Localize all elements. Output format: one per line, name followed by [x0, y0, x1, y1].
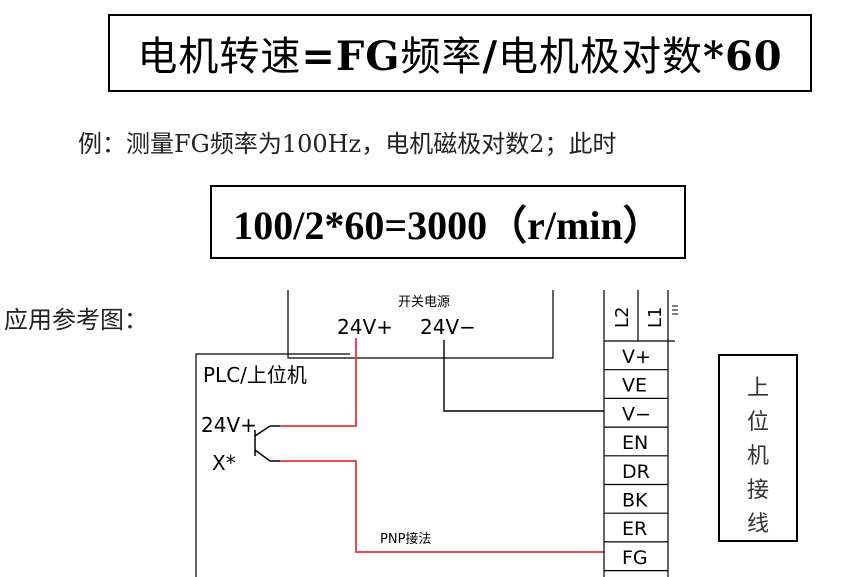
pin-label: FG [622, 547, 648, 569]
red-wire-24v [280, 338, 357, 427]
pin-label: VE [622, 375, 647, 397]
result-box: 100/2*60=3000（r/min） [210, 185, 686, 259]
formula-box: 电机转速=FG频率/电机极对数*60 [108, 14, 812, 92]
side-char: 机 [746, 444, 769, 469]
connector-pins: V+ VE V− EN DR BK ER FG [604, 346, 668, 572]
power-pos-label: 24V+ [337, 315, 393, 339]
pin-label: EN [622, 432, 648, 454]
pin-label: BK [622, 490, 648, 512]
formula-part-pole-pairs: 电机极对数 [498, 34, 704, 80]
host-wiring-box: 上位机接线 [718, 354, 798, 542]
pin-label: ER [622, 518, 647, 540]
tick-marks [672, 305, 678, 315]
side-char: 上 [746, 376, 769, 401]
formula-text: 电机转速=FG频率/电机极对数*60 [137, 24, 782, 82]
plc-24v-label: 24V+ [201, 413, 257, 437]
plc-title: PLC/上位机 [203, 363, 307, 387]
black-wire-vminus [443, 340, 604, 412]
example-text: 例：测量FG频率为100Hz，电机磁极对数2；此时 [78, 130, 617, 158]
formula-part-slash: / [482, 33, 499, 80]
connector-header [603, 290, 675, 577]
connector-l1-label: L1 [645, 307, 666, 328]
formula-part-speed: 电机转速 [137, 34, 302, 80]
formula-part-frequency: 频率 [400, 34, 483, 80]
side-char: 接 [746, 478, 769, 503]
connector-l2-label: L2 [612, 307, 633, 328]
plc-x-label: X* [212, 451, 236, 475]
result-text: 100/2*60=3000（r/min） [233, 203, 663, 248]
formula-part-eq-fg: =FG [301, 33, 401, 80]
pnp-label: PNP接法 [380, 531, 431, 547]
red-wire-fg [280, 460, 604, 553]
side-char: 线 [746, 512, 769, 537]
side-char: 位 [746, 410, 769, 435]
pin-label: DR [622, 461, 650, 483]
power-supply-title: 开关电源 [398, 295, 450, 310]
transistor-symbol [254, 425, 280, 462]
formula-part-times-60: *60 [703, 33, 783, 80]
pin-label: V− [622, 403, 651, 425]
reference-label: 应用参考图： [4, 306, 148, 334]
pin-label: V+ [622, 346, 651, 368]
power-supply-box [287, 290, 554, 359]
power-neg-label: 24V− [420, 315, 476, 339]
plc-box [195, 353, 350, 577]
